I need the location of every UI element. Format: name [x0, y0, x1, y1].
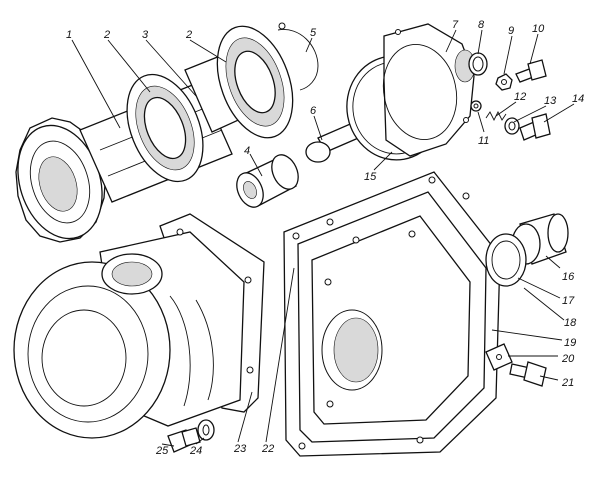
callout-25: 25	[155, 445, 169, 457]
callout-15: 15	[364, 171, 377, 183]
callout-20: 20	[561, 353, 575, 365]
callout-16: 16	[562, 271, 575, 283]
callout-2b: 2	[185, 29, 192, 41]
bolt-25	[167, 427, 201, 453]
bearing-left	[126, 73, 204, 183]
callout-9: 9	[508, 25, 514, 37]
washer-8	[468, 52, 488, 76]
main-housing	[283, 171, 501, 457]
washer-13	[504, 117, 520, 135]
bearing-right	[216, 25, 294, 139]
callout-4: 4	[244, 145, 250, 157]
callout-8: 8	[478, 19, 485, 31]
callout-21: 21	[561, 377, 574, 389]
callout-12: 12	[514, 91, 526, 103]
callout-22: 22	[261, 443, 274, 455]
callout-13: 13	[544, 95, 557, 107]
bracket	[485, 343, 513, 371]
callout-14: 14	[572, 93, 584, 105]
leader-lines	[71, 29, 575, 447]
drive-gear	[15, 117, 107, 243]
callout-labels: 1 2 3 2 4 5 6 7 8 9 10 11 12 13 14 15 16…	[66, 19, 584, 457]
callout-5: 5	[310, 27, 317, 39]
callout-24: 24	[189, 445, 202, 457]
bearing-cover	[382, 23, 476, 157]
bolt-21	[509, 361, 547, 387]
callout-3: 3	[142, 29, 149, 41]
washer-11	[470, 100, 482, 112]
callout-11: 11	[478, 135, 489, 147]
callout-17: 17	[562, 295, 575, 307]
washer-24	[197, 419, 215, 441]
snap-ring	[277, 22, 319, 91]
bolt-14	[519, 113, 551, 141]
callout-18: 18	[564, 317, 577, 329]
callout-19: 19	[564, 337, 576, 349]
callout-7: 7	[452, 19, 459, 31]
bolt-10	[515, 59, 547, 83]
callout-23: 23	[233, 443, 247, 455]
clutch-housing	[13, 213, 265, 439]
nut-9	[495, 73, 513, 91]
callout-6: 6	[310, 105, 317, 117]
callout-10: 10	[532, 23, 545, 35]
retaining-ring	[485, 233, 527, 287]
callout-1: 1	[66, 29, 72, 41]
pinion-gear	[236, 154, 299, 208]
callout-2a: 2	[103, 29, 110, 41]
